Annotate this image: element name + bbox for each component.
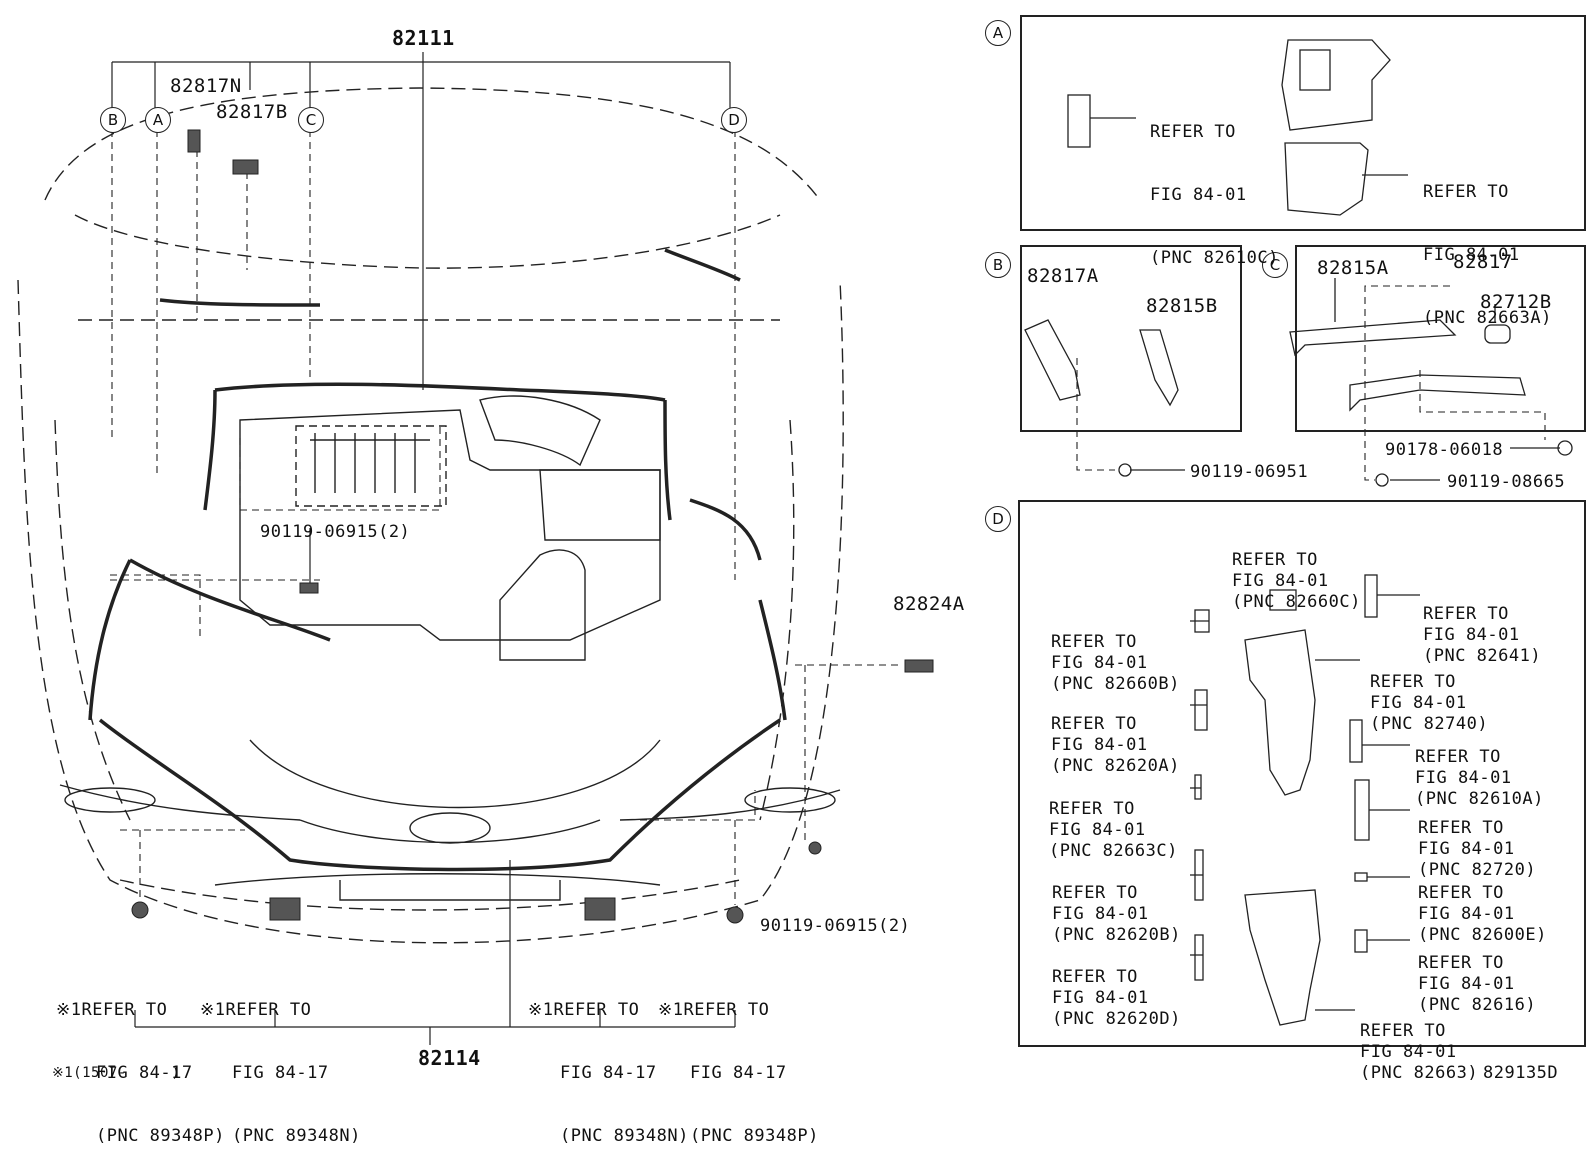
callout-b: B	[100, 107, 126, 133]
part-number-82817B: 82817B	[216, 101, 288, 123]
engine-block-outline	[239, 395, 661, 661]
part-number-82817N: 82817N	[170, 75, 242, 97]
detail-a-parts	[1067, 39, 1408, 216]
detail-d-box	[1018, 500, 1586, 1047]
detail-c-box	[1295, 245, 1586, 432]
part-number-82817A: 82817A	[1027, 265, 1099, 287]
bolt-label-center: 90119-06915(2)	[260, 522, 411, 542]
front-bumper-outline	[59, 739, 841, 901]
leader-lines	[111, 52, 736, 1045]
detail-b-box	[1020, 245, 1242, 432]
clip-ref-2: ※1REFER TO FIG 84-17 (PNC 89348N)	[200, 1000, 361, 1146]
detail-a-box	[1020, 15, 1586, 231]
connectors	[131, 129, 934, 924]
part-number-82824A: 82824A	[893, 593, 965, 615]
detail-c-parts	[1289, 278, 1573, 487]
bolt-label-lower-right: 90119-06915(2)	[760, 916, 911, 936]
clip-ref-prefix: ※1	[56, 1000, 82, 1020]
footnote: ※1(1507- )	[52, 1065, 181, 1081]
detail-c-label: C	[1262, 252, 1288, 278]
part-number-82815A: 82815A	[1317, 257, 1389, 279]
callout-c: C	[298, 107, 324, 133]
part-number-82817: 82817	[1453, 251, 1513, 273]
detail-b-label: B	[985, 252, 1011, 278]
part-number-82815B: 82815B	[1146, 295, 1218, 317]
bolt-label-c-1: 90178-06018	[1385, 440, 1504, 460]
part-number-82712B: 82712B	[1480, 291, 1552, 313]
callout-d: D	[721, 107, 747, 133]
diagram-code: 829135D	[1483, 1063, 1559, 1083]
bolt-label-c-2: 90119-08665	[1447, 472, 1566, 492]
wiring-diagram-art	[17, 39, 1573, 1045]
clip-ref-4: ※1REFER TO FIG 84-17 (PNC 89348P)	[658, 1000, 819, 1146]
detail-d-parts	[1190, 574, 1420, 1026]
callout-a: A	[145, 107, 171, 133]
detail-a-ref-2: REFER TO FIG 84-01 (PNC 82663A)	[1423, 182, 1552, 328]
vehicle-body-outline	[17, 87, 844, 944]
detail-a-ref-1: REFER TO FIG 84-01 (PNC 82610C)	[1150, 122, 1279, 268]
part-number-82111: 82111	[392, 26, 455, 50]
part-number-82114: 82114	[418, 1046, 481, 1070]
bolt-label-b: 90119-06951	[1190, 462, 1309, 482]
main-harness	[88, 248, 787, 872]
detail-a-label: A	[985, 20, 1011, 46]
detail-b-parts	[1024, 319, 1185, 477]
detail-d-label: D	[985, 506, 1011, 532]
